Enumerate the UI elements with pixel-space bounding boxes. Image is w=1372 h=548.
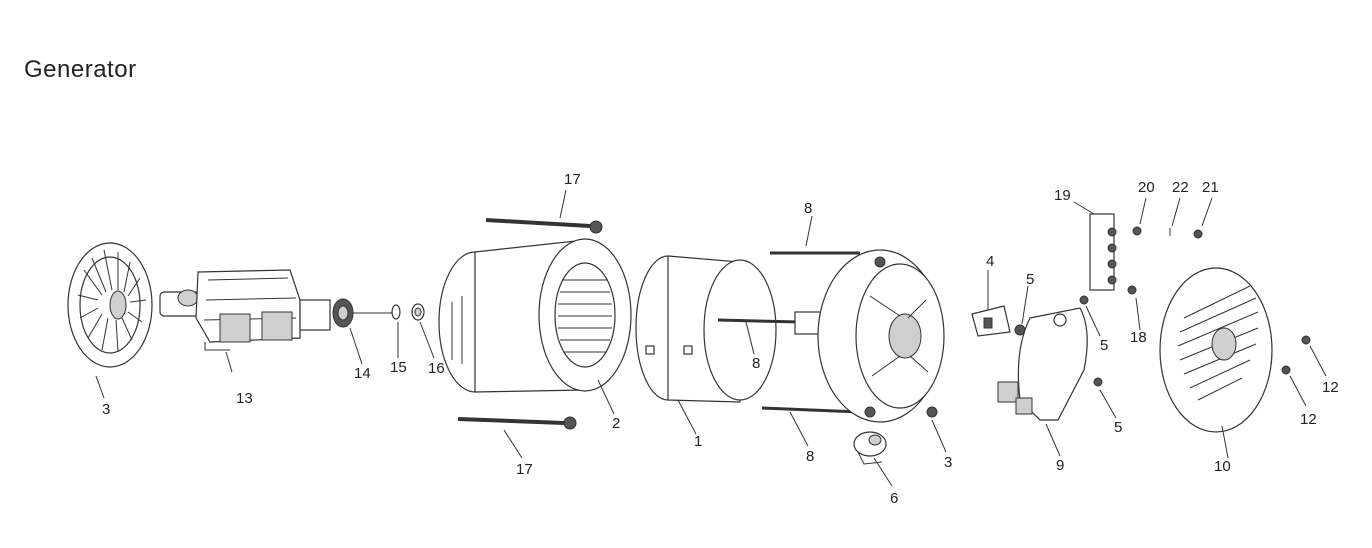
callout-labels: 17 8 19 20 22 21 4 5 5 18 5 12 12 3 13 1… — [102, 171, 1339, 507]
callout-21: 21 — [1202, 179, 1219, 196]
vented-end-cover-part — [1159, 267, 1273, 433]
callout-16: 16 — [428, 360, 445, 377]
callout-8-top: 8 — [804, 200, 812, 217]
end-bell-part — [817, 249, 945, 423]
callout-12-a: 12 — [1322, 379, 1339, 396]
callout-8-bottom: 8 — [806, 448, 814, 465]
bushing-part — [853, 431, 887, 465]
through-bolt-bottom-part — [457, 416, 577, 430]
brush-rod-bottom-part — [761, 406, 861, 414]
nut-21-part — [1193, 229, 1203, 239]
screw-part — [926, 406, 938, 418]
callout-15: 15 — [390, 359, 407, 376]
rotor-part — [159, 269, 331, 351]
screw-5b-part — [1079, 295, 1089, 305]
callout-3-left: 3 — [102, 401, 110, 418]
shaft-hardware-part — [332, 298, 425, 328]
callout-12-b: 12 — [1300, 411, 1317, 428]
callout-14: 14 — [354, 365, 371, 382]
terminal-board-part — [1089, 213, 1117, 291]
callout-3-right: 3 — [944, 454, 952, 471]
callout-22: 22 — [1172, 179, 1189, 196]
callout-9: 9 — [1056, 457, 1064, 474]
housing-cylinder-part — [635, 255, 777, 403]
stator-part — [438, 238, 632, 393]
callout-8-middle: 8 — [752, 355, 760, 372]
screw-12a-part — [1301, 335, 1311, 345]
diagram-title: Generator — [24, 56, 137, 83]
callout-6: 6 — [890, 490, 898, 507]
callout-10: 10 — [1214, 458, 1231, 475]
callout-19: 19 — [1054, 187, 1071, 204]
callout-5-c: 5 — [1114, 419, 1122, 436]
fan-flywheel-part — [67, 242, 153, 368]
callout-20: 20 — [1138, 179, 1155, 196]
screw-5c-part — [1093, 377, 1103, 387]
callout-5-a: 5 — [1026, 271, 1034, 288]
callout-17-top: 17 — [564, 171, 581, 188]
rear-cap-part — [997, 307, 1088, 421]
callout-17-bottom: 17 — [516, 461, 533, 478]
nut-18-part — [1127, 285, 1137, 295]
callout-2: 2 — [612, 415, 620, 432]
callout-18: 18 — [1130, 329, 1147, 346]
through-bolt-top-part — [485, 218, 603, 234]
callout-13: 13 — [236, 390, 253, 407]
brush-holder-part — [971, 305, 1011, 337]
leader-lines — [95, 189, 1327, 487]
callout-1: 1 — [694, 433, 702, 450]
screw-12b-part — [1281, 365, 1291, 375]
nut-20-part — [1132, 226, 1142, 236]
callout-5-b: 5 — [1100, 337, 1108, 354]
callout-4: 4 — [986, 253, 994, 270]
